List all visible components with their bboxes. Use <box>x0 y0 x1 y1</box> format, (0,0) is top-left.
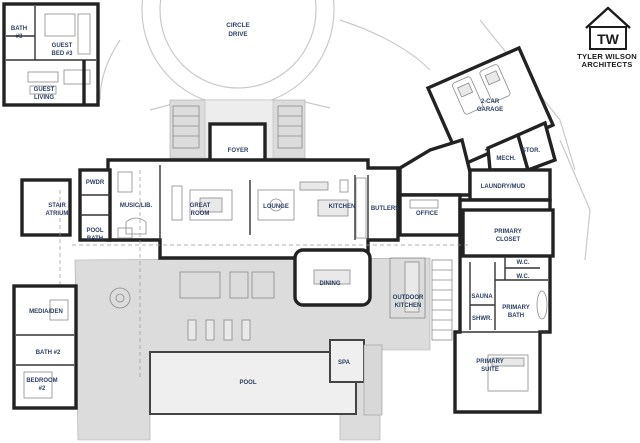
room-label-laundry-mud: LAUNDRY/MUD <box>481 184 526 190</box>
pool-steps <box>363 344 383 416</box>
room-label-media-den: MEDIA/DEN <box>29 309 63 315</box>
room-label-butlers: BUTLERS <box>371 206 399 212</box>
roof-outline <box>59 170 470 380</box>
room-label-mech: MECH. <box>496 156 516 162</box>
room-label-music-lib: MUSIC/LIB. <box>120 203 153 209</box>
left-bedroom-wing <box>12 284 78 410</box>
guest-house <box>2 2 100 107</box>
room-label-bath-2: BATH #2 <box>36 350 61 356</box>
room-label-stor: STOR. <box>522 148 541 154</box>
firm-name-line1: TYLER WILSON <box>577 52 637 61</box>
room-label-office: OFFICE <box>416 211 438 217</box>
room-label-pool: POOL <box>239 380 256 386</box>
spa-basin <box>329 339 365 383</box>
room-label-sauna: SAUNA <box>471 294 493 300</box>
room-label-kitchen: KITCHEN <box>329 204 356 210</box>
entry-planters <box>172 105 303 149</box>
firm-name-line2: ARCHITECTS <box>581 60 633 70</box>
room-label-guest-bath: BATH#3 <box>11 26 27 40</box>
svg-text:TW: TW <box>597 31 620 47</box>
room-label-wc-1: W.C. <box>517 260 530 266</box>
room-label-foyer: FOYER <box>228 148 249 154</box>
tw-architects-logo-mark: TW <box>585 6 631 50</box>
room-label-bedroom-2: BEDROOM#2 <box>26 378 57 392</box>
firm-name: TYLER WILSON ARCHITECTS <box>574 52 640 70</box>
room-label-lounge: LOUNGE <box>263 204 289 210</box>
room-label-shwr: SHWR. <box>472 316 492 322</box>
room-label-spa: SPA <box>338 360 351 366</box>
pool-basin <box>149 351 357 415</box>
room-label-pwdr: PWDR <box>86 180 105 186</box>
interior-furniture <box>109 171 548 392</box>
room-label-wc-2: W.C. <box>517 274 530 280</box>
room-label-dining: DINING <box>320 281 341 287</box>
garage-wing <box>425 45 558 173</box>
